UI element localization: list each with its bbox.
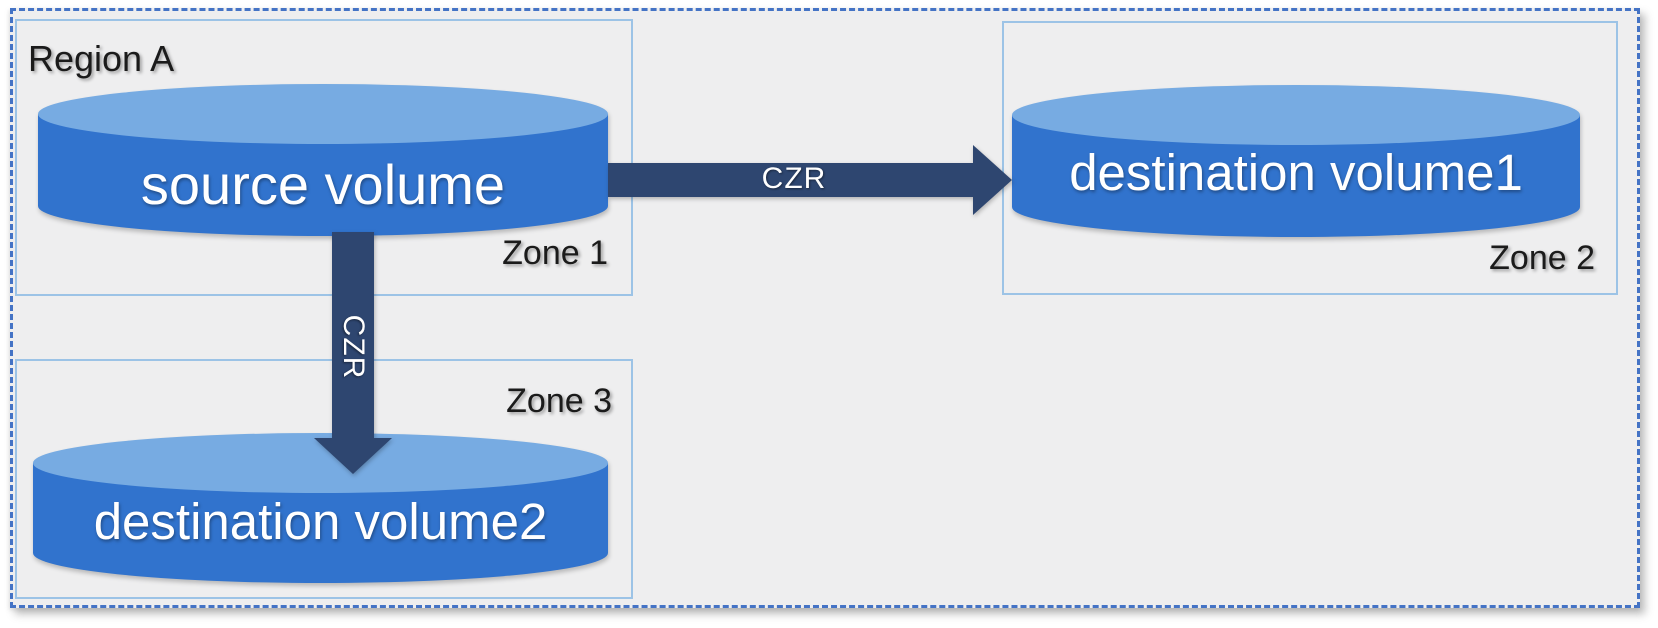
source-volume-cylinder-icon (38, 84, 608, 236)
zone-1-label: Zone 1 (502, 234, 608, 272)
czr-arrow-down-icon (314, 232, 392, 474)
czr-label-vertical: CZR (337, 314, 370, 380)
destination-volume1-cylinder-icon (1012, 85, 1580, 237)
destination-volume2-label: destination volume2 (93, 493, 548, 550)
destination-volume1-label: destination volume1 (1069, 144, 1523, 201)
zone-1-box (15, 19, 633, 296)
czr-label-horizontal: CZR (761, 162, 827, 195)
zone-3-label: Zone 3 (506, 382, 612, 420)
zone-2-label: Zone 2 (1489, 239, 1595, 277)
czr-arrow-right-icon (608, 145, 1012, 215)
destination-volume2-cylinder-icon (33, 433, 608, 583)
region-label: Region A (28, 38, 175, 79)
source-volume-label: source volume (140, 153, 506, 216)
zone-2-box (1002, 21, 1618, 295)
zone-3-box (15, 359, 633, 599)
